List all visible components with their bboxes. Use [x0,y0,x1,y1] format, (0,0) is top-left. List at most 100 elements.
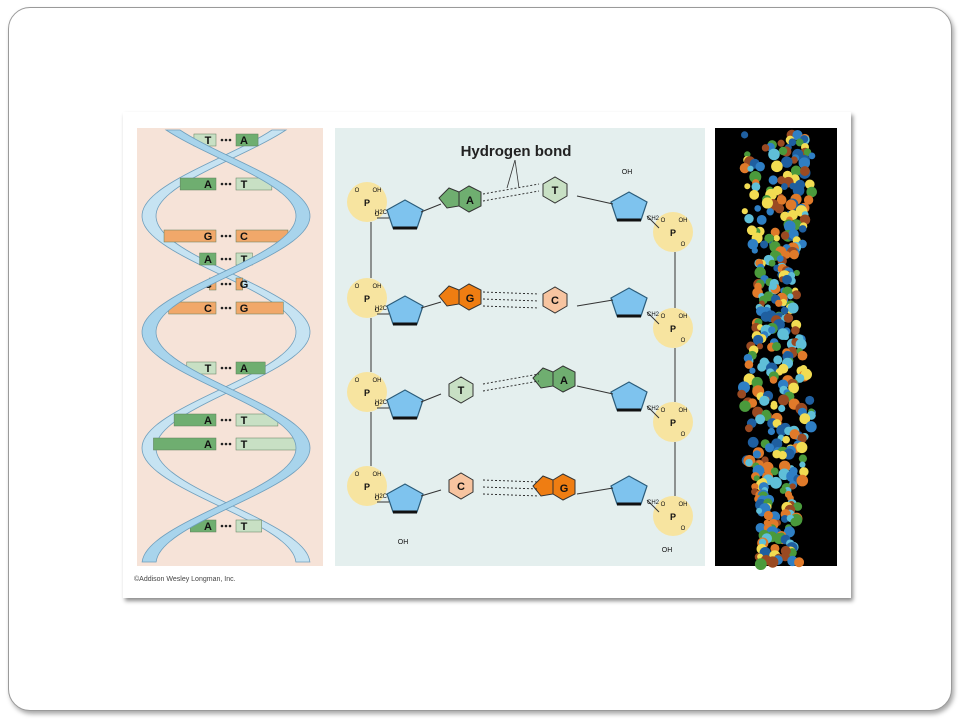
atom-sphere [779,487,787,494]
purine-ring-large [552,473,576,501]
helix-base-letter: A [204,439,212,451]
atom-sphere [799,214,811,226]
atom-sphere [780,231,790,240]
atom-sphere [769,376,778,384]
phosphate-p-label: P [670,228,676,238]
helix-base-right [235,301,284,315]
atom-sphere [768,148,780,161]
ch2-label: CH2 [647,312,660,318]
h2c-label: H2C [375,400,388,406]
helix-base-letter: A [204,254,212,266]
hydrogen-bond-label: Hydrogen bond [461,143,572,160]
atom-sphere [776,424,788,436]
atom-sphere [783,313,794,323]
atom-sphere [760,240,769,249]
phosphate-p-label: P [670,324,676,334]
h2c-label: H2C [375,210,388,216]
atom-sphere [777,139,785,147]
helix-backbone-front [141,129,311,563]
glycosidic-bond [576,195,614,205]
nitrogenous-base: T [448,376,474,404]
atom-sphere [744,183,751,190]
hydrogen-bond-dot [228,524,232,528]
nitrogenous-base: T [542,176,568,204]
glycosidic-bond [576,487,614,495]
helix-base-letter: T [241,415,248,427]
atom-sphere [778,450,787,460]
base-letter: C [457,481,465,493]
helix-base-letter: A [240,363,248,375]
hydroxyl-label: OH [373,472,382,478]
base-letter: T [552,185,559,197]
atom-sphere [774,203,785,214]
atom-sphere [790,517,800,527]
nitrogenous-base: A [532,365,576,393]
hydroxyl-label: OH [679,502,688,508]
oxygen-label: O [375,402,380,408]
hydrogen-bond-dot [228,306,232,310]
phosphate-halo [653,496,693,536]
helix-base-right [235,519,262,533]
hydroxyl-label: OH [679,314,688,320]
atom-sphere [744,151,751,158]
hydrogen-bond [482,183,540,195]
atom-sphere [776,195,787,205]
atom-sphere [796,474,809,487]
hydrogen-bond [482,190,540,202]
helix-base-letter: G [204,231,213,243]
atom-sphere [782,274,792,285]
hydrogen-bond-pointer [514,159,520,189]
hydrogen-bond-dot [220,306,224,310]
atom-sphere [753,475,760,482]
atom-sphere [805,421,817,433]
backbone-bond [646,405,660,419]
atom-sphere [803,195,814,205]
atom-sphere [797,350,808,361]
atom-sphere [759,395,770,406]
atom-sphere [805,395,815,405]
atom-sphere [747,165,754,172]
hydrogen-bond-dot [220,138,224,142]
oxygen-label: O [355,472,360,478]
glycosidic-bond [420,301,442,309]
atom-sphere [795,138,804,147]
hydrogen-bond-dot [220,182,224,186]
atom-sphere [757,362,767,372]
atom-sphere [788,138,797,146]
helix-base-letter: G [240,279,249,291]
hydrogen-bond-dot [220,366,224,370]
helix-base-letter: C [204,303,212,315]
atom-sphere [793,502,803,511]
hydrogen-bond [482,298,540,302]
atom-sphere [782,435,790,444]
atom-sphere [755,161,765,172]
hydrogen-bond-dot [224,366,228,370]
glycosidic-bond [576,299,614,307]
hydrogen-bond-dot [228,234,232,238]
atom-sphere [785,199,797,211]
oxygen-label: O [355,284,360,290]
oxygen-label: O [661,314,666,320]
pyrimidine-ring [542,286,568,314]
atom-sphere [778,394,789,406]
oxygen-label: O [355,378,360,384]
purine-ring-large [458,185,482,213]
hydroxyl-label: OH [373,284,382,290]
ch2-label: CH2 [647,216,660,222]
helix-base-letter: T [241,439,248,451]
atom-sphere [747,238,759,250]
deoxyribose-sugar [610,475,648,505]
atom-sphere [781,156,793,168]
atom-sphere [754,205,761,212]
hydrogen-bond-dot [220,282,224,286]
hydrogen-bond-dot [220,524,224,528]
hydrogen-bond [482,305,540,309]
helix-base-right [235,361,266,375]
atom-sphere [752,334,764,346]
atom-sphere [771,160,783,173]
